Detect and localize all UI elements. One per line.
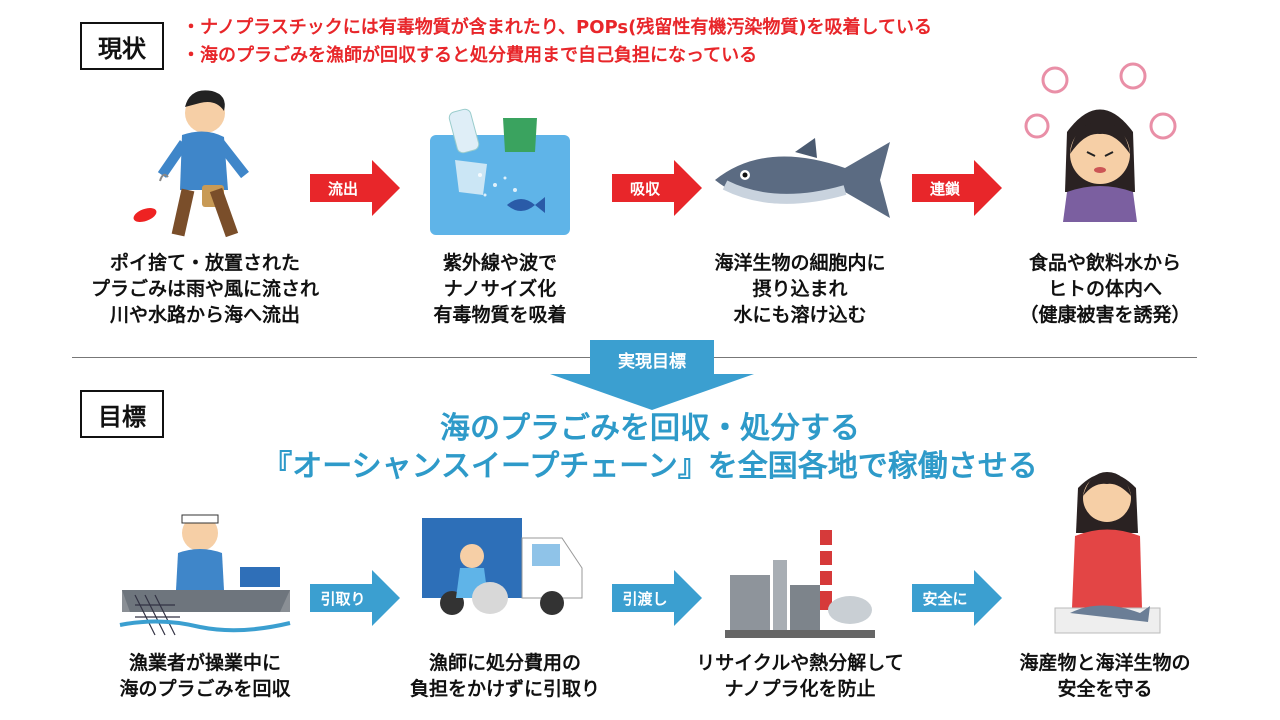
goal-step-1-caption: 漁業者が操業中に 海のプラごみを回収	[119, 652, 291, 700]
goal-arrow	[550, 340, 754, 410]
status-step-1-caption: ポイ捨て・放置された プラごみは雨や風に流され 川や水路から海へ流出	[90, 252, 319, 326]
flow-arrow-3-label: 連鎖	[929, 179, 960, 198]
flow-arrow-2-label: 吸収	[629, 179, 660, 198]
tuna-icon	[715, 138, 890, 218]
garbage-truck-icon	[422, 518, 583, 615]
flow-arrow-5-label: 引渡し	[622, 589, 668, 608]
goal-headline-line2: 『オーシャンスイープチェーン』を全国各地で稼働させる	[262, 449, 1038, 484]
goal-step-2-caption: 漁師に処分費用の 負担をかけずに引取り	[409, 652, 600, 700]
flow-arrow-6-label: 安全に	[922, 589, 968, 608]
status-step-3-caption: 海洋生物の細胞内に 摂り込まれ 水にも溶け込む	[714, 252, 886, 326]
flow-arrow-3	[912, 160, 1002, 216]
flow-arrow-6	[912, 570, 1002, 626]
person-littering-icon	[133, 90, 249, 238]
status-bullet-2: ・海のプラごみを漁師が回収すると処分費用まで自己負担になっている	[182, 45, 758, 66]
status-step-4-caption: 食品や飲料水から ヒトの体内へ （健康被害を誘発）	[1019, 252, 1191, 326]
goal-step-3-caption: リサイクルや熱分解して ナノプラ化を防止	[696, 652, 904, 700]
status-label: 現状	[80, 22, 164, 70]
sick-woman-icon	[1024, 62, 1177, 222]
status-step-2-caption: 紫外線や波で ナノサイズ化 有毒物質を吸着	[433, 252, 567, 326]
goal-headline-line1: 海のプラごみを回収・処分する	[440, 411, 860, 446]
woman-cooking-fish-icon	[1054, 472, 1161, 634]
goal-step-4-caption: 海産物と海洋生物の 安全を守る	[1019, 652, 1191, 700]
flow-arrow-4-label: 引取り	[320, 589, 366, 608]
factory-icon	[725, 530, 875, 638]
flow-arrow-4	[310, 570, 400, 626]
goal-arrow-label: 実現目標	[618, 351, 686, 372]
goal-headline: 海のプラごみを回収・処分する 『オーシャンスイープチェーン』を全国各地で稼働させ…	[180, 410, 1120, 486]
goal-label: 目標	[80, 390, 164, 438]
flow-arrow-5	[612, 570, 702, 626]
status-bullets: ・ナノプラスチックには有毒物質が含まれたり、POPs(残留性有機汚染物質)を吸着…	[182, 14, 932, 70]
fisherman-net-icon	[119, 514, 291, 636]
ocean-plastic-icon	[430, 108, 570, 235]
flow-arrow-1	[310, 160, 400, 216]
flow-arrow-1-label: 流出	[327, 179, 358, 198]
flow-arrow-2	[612, 160, 702, 216]
status-bullet-1: ・ナノプラスチックには有毒物質が含まれたり、POPs(残留性有機汚染物質)を吸着…	[182, 17, 933, 38]
